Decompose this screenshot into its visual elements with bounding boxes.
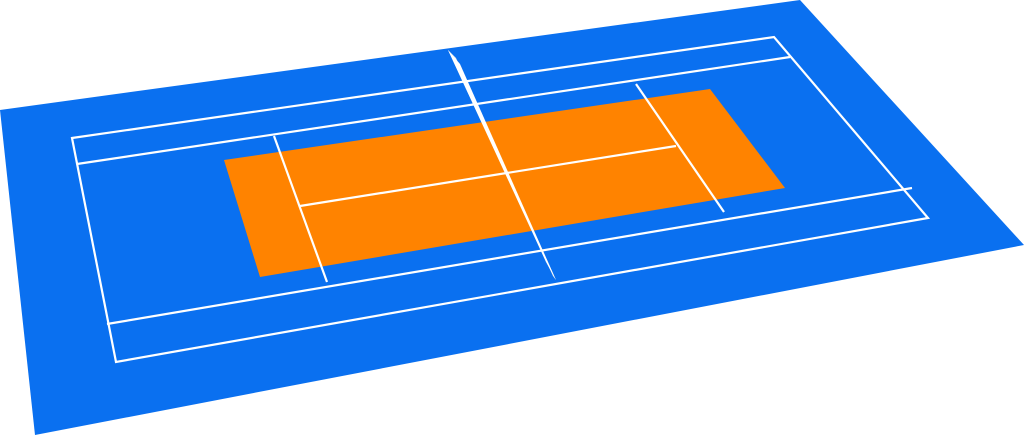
center-service-line bbox=[299, 144, 677, 208]
singles-sideline-far bbox=[76, 55, 791, 166]
court-lines bbox=[70, 35, 931, 364]
inner-court-area bbox=[224, 89, 785, 277]
service-line-left bbox=[272, 135, 329, 283]
doubles-boundary bbox=[70, 35, 931, 364]
singles-sideline-near bbox=[106, 186, 913, 326]
service-line-right bbox=[635, 83, 725, 213]
net bbox=[448, 50, 556, 280]
